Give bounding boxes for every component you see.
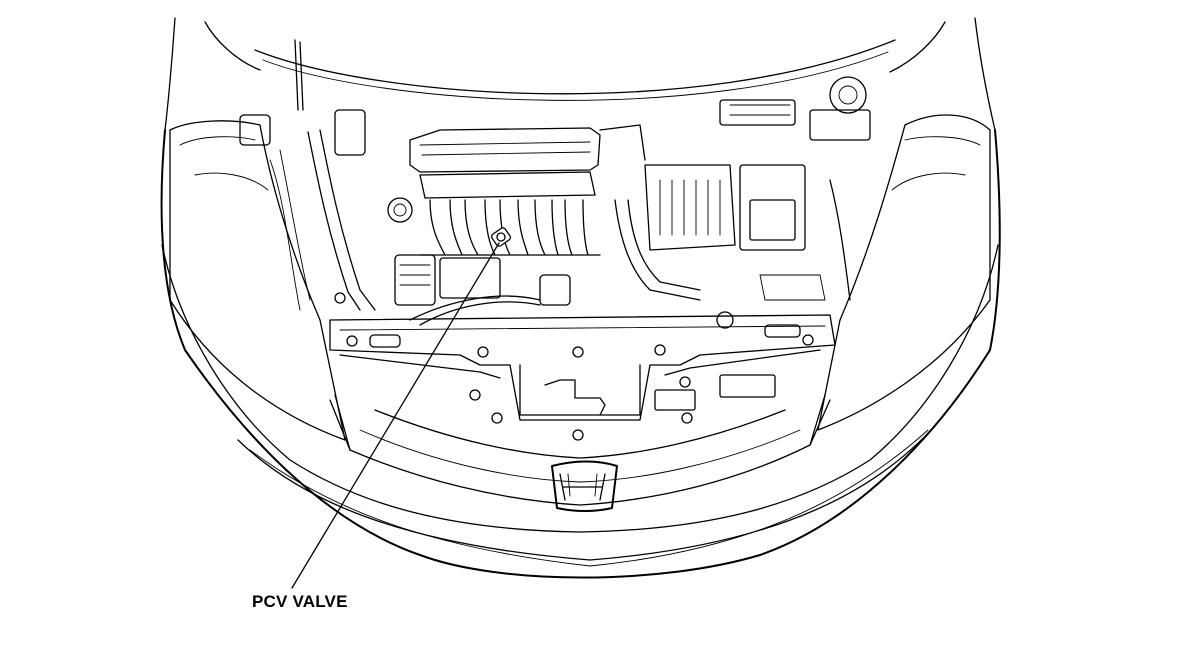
radiator-support bbox=[329, 314, 836, 441]
pcv-valve bbox=[490, 227, 512, 247]
engine-right-components bbox=[599, 76, 871, 329]
hood bbox=[164, 17, 996, 131]
pcv-valve-label: PCV VALVE bbox=[252, 592, 348, 611]
front-bumper bbox=[160, 129, 1001, 579]
grille bbox=[329, 394, 831, 506]
pcv-valve-leader-line bbox=[291, 242, 500, 589]
intake-manifold bbox=[409, 127, 601, 256]
left-headlight bbox=[169, 120, 346, 441]
right-headlight bbox=[817, 114, 991, 431]
engine-left-components bbox=[239, 109, 571, 326]
honda-emblem bbox=[551, 460, 618, 512]
